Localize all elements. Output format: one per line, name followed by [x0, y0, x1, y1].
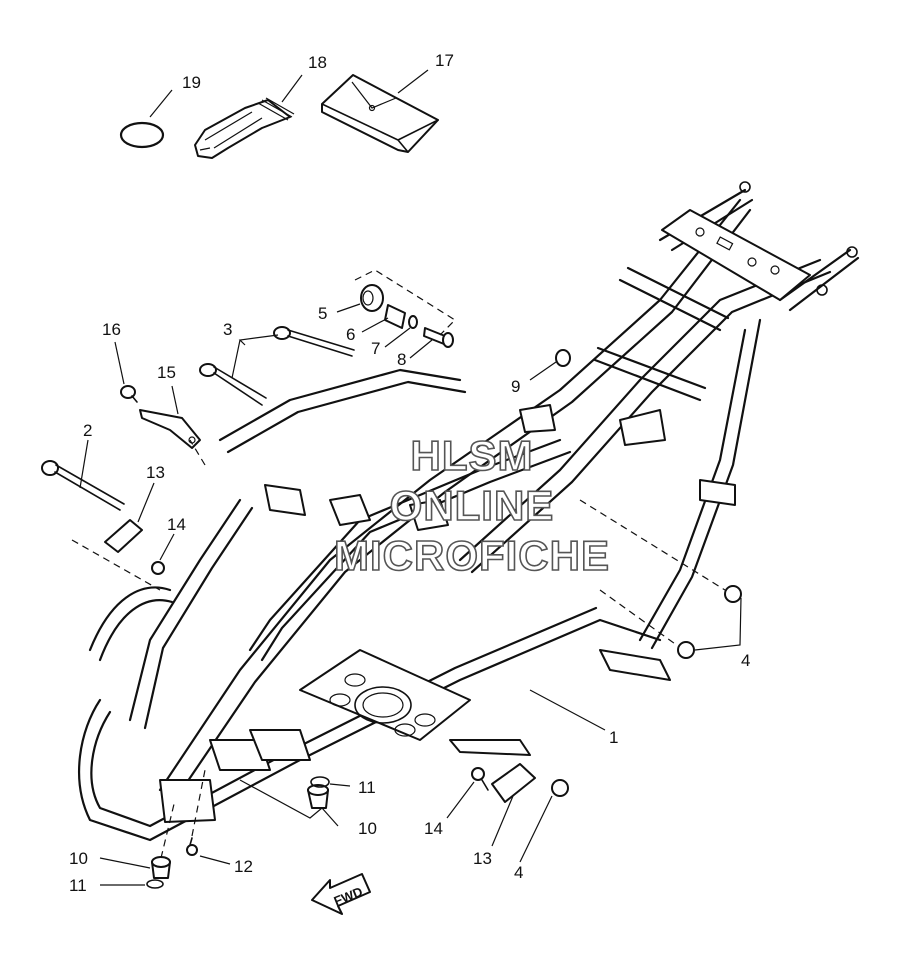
plate-part-13a [71, 482, 161, 591]
nut-part-9 [529, 349, 571, 381]
callout-10-left: 10 [69, 849, 88, 868]
callout-13-upper: 13 [146, 463, 165, 482]
callout-7: 7 [371, 339, 380, 358]
callout-4-right: 4 [741, 651, 750, 670]
watermark-line-2: ONLINE [390, 482, 555, 529]
callout-14-lower: 14 [424, 819, 443, 838]
callout-16: 16 [102, 320, 121, 339]
collar-part-6 [361, 304, 406, 333]
callout-18: 18 [308, 53, 327, 72]
watermark: HLSM ONLINE MICROFICHE [333, 431, 610, 580]
bracket-part-15 [139, 385, 206, 466]
callout-3: 3 [223, 320, 232, 339]
pouch-part-17 [321, 69, 439, 153]
fwd-arrow-icon: FWD [311, 873, 371, 915]
bolt-part-16 [114, 341, 138, 403]
callout-15: 15 [157, 363, 176, 382]
callout-2: 2 [83, 421, 92, 440]
long-bolt-part-2 [41, 439, 125, 511]
callout-10-center: 10 [358, 819, 377, 838]
callout-19: 19 [182, 73, 201, 92]
callout-14-upper: 14 [167, 515, 186, 534]
collar-part-5 [336, 284, 384, 313]
nut-part-4b [519, 779, 569, 863]
washer-part-7 [384, 315, 418, 348]
o-ring-part-11b [100, 879, 164, 889]
grease-tube-part-18 [194, 74, 303, 159]
watermark-line-1: HLSM [411, 432, 534, 479]
callout-1: 1 [609, 728, 618, 747]
nut-part-4a [579, 499, 742, 659]
callout-9: 9 [511, 377, 520, 396]
o-ring-part-11a [310, 776, 351, 788]
bolt-part-14a [151, 533, 175, 575]
callout-11-center: 11 [358, 778, 376, 797]
main-frame-part-1 [78, 181, 860, 842]
collar-part-10a [239, 779, 339, 827]
callout-11-left: 11 [69, 876, 87, 895]
callout-4-lower: 4 [514, 863, 523, 882]
long-bolt-part-3 [199, 326, 355, 406]
watermark-line-3: MICROFICHE [334, 532, 610, 579]
callout-12: 12 [234, 857, 253, 876]
bolt-part-14b [446, 767, 489, 819]
o-ring-part-19 [119, 89, 173, 149]
callout-6: 6 [346, 325, 355, 344]
callout-13-lower: 13 [473, 849, 492, 868]
callout-17: 17 [435, 51, 454, 70]
collar-part-10b [99, 799, 176, 879]
bolt-part-8 [409, 327, 454, 359]
plate-part-13b [491, 763, 536, 847]
grease-nipple-part-12 [186, 769, 231, 865]
callout-8: 8 [397, 350, 406, 369]
callout-5: 5 [318, 304, 327, 323]
